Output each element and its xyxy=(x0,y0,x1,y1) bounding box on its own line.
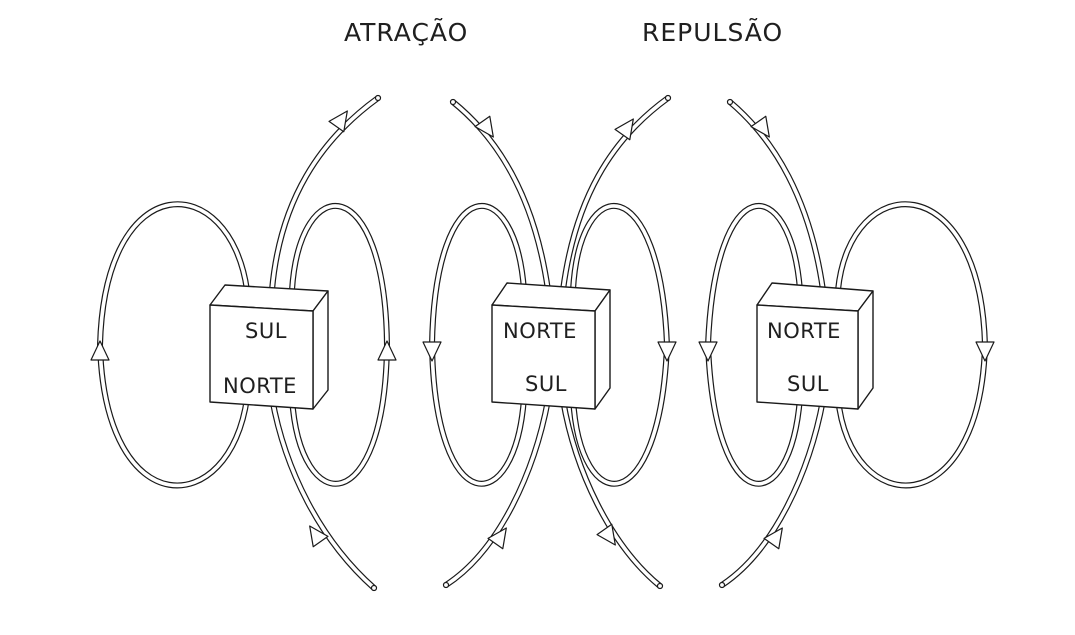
line-end-dot xyxy=(370,584,378,592)
line-end-dot xyxy=(664,94,672,102)
arrow-down-icon xyxy=(750,115,770,138)
arrow-up-icon xyxy=(614,118,634,141)
line-end-dot xyxy=(374,94,382,102)
magnet-side-face xyxy=(857,290,874,410)
arrow-up-icon xyxy=(763,527,783,550)
arrow-up-icon xyxy=(90,340,110,361)
magnet-1-top-label: SUL xyxy=(245,319,287,343)
arrow-up-icon xyxy=(487,527,507,550)
magnet-2-bottom-label: SUL xyxy=(525,372,567,396)
arrow-down-icon xyxy=(422,341,442,362)
attraction-heading: ATRAÇÃO xyxy=(344,18,469,47)
line-end-dot xyxy=(726,98,734,106)
line-end-dot xyxy=(656,582,664,590)
magnet-front-face xyxy=(756,304,859,410)
line-end-dot xyxy=(718,581,726,589)
arrow-down-icon xyxy=(596,523,616,546)
magnet-2-field-lines xyxy=(428,95,671,589)
arrow-down-icon xyxy=(474,115,494,138)
magnet-1: SUL NORTE xyxy=(209,284,329,410)
magnet-side-face xyxy=(594,289,611,410)
line-end-dot xyxy=(442,581,450,589)
magnet-3-bottom-label: SUL xyxy=(787,372,829,396)
magnet-side-face xyxy=(312,290,329,410)
arrow-down-icon xyxy=(975,341,995,362)
magnet-front-face xyxy=(491,304,596,410)
magnet-3-top-label: NORTE xyxy=(767,319,841,343)
repulsion-heading: REPULSÃO xyxy=(642,18,784,47)
arrow-down-icon xyxy=(698,341,718,362)
magnet-3: NORTE SUL xyxy=(756,282,874,410)
magnet-2: NORTE SUL xyxy=(491,282,611,410)
arrow-up-icon xyxy=(309,525,329,548)
magnet-1-bottom-label: NORTE xyxy=(223,374,297,398)
arrow-up-icon xyxy=(377,340,397,361)
arrow-down-icon xyxy=(657,341,677,362)
line-end-dot xyxy=(449,98,457,106)
magnet-3-field-lines xyxy=(704,99,989,588)
arrow-up-icon xyxy=(328,110,348,133)
magnet-2-top-label: NORTE xyxy=(503,319,577,343)
magnet-front-face xyxy=(209,304,314,410)
